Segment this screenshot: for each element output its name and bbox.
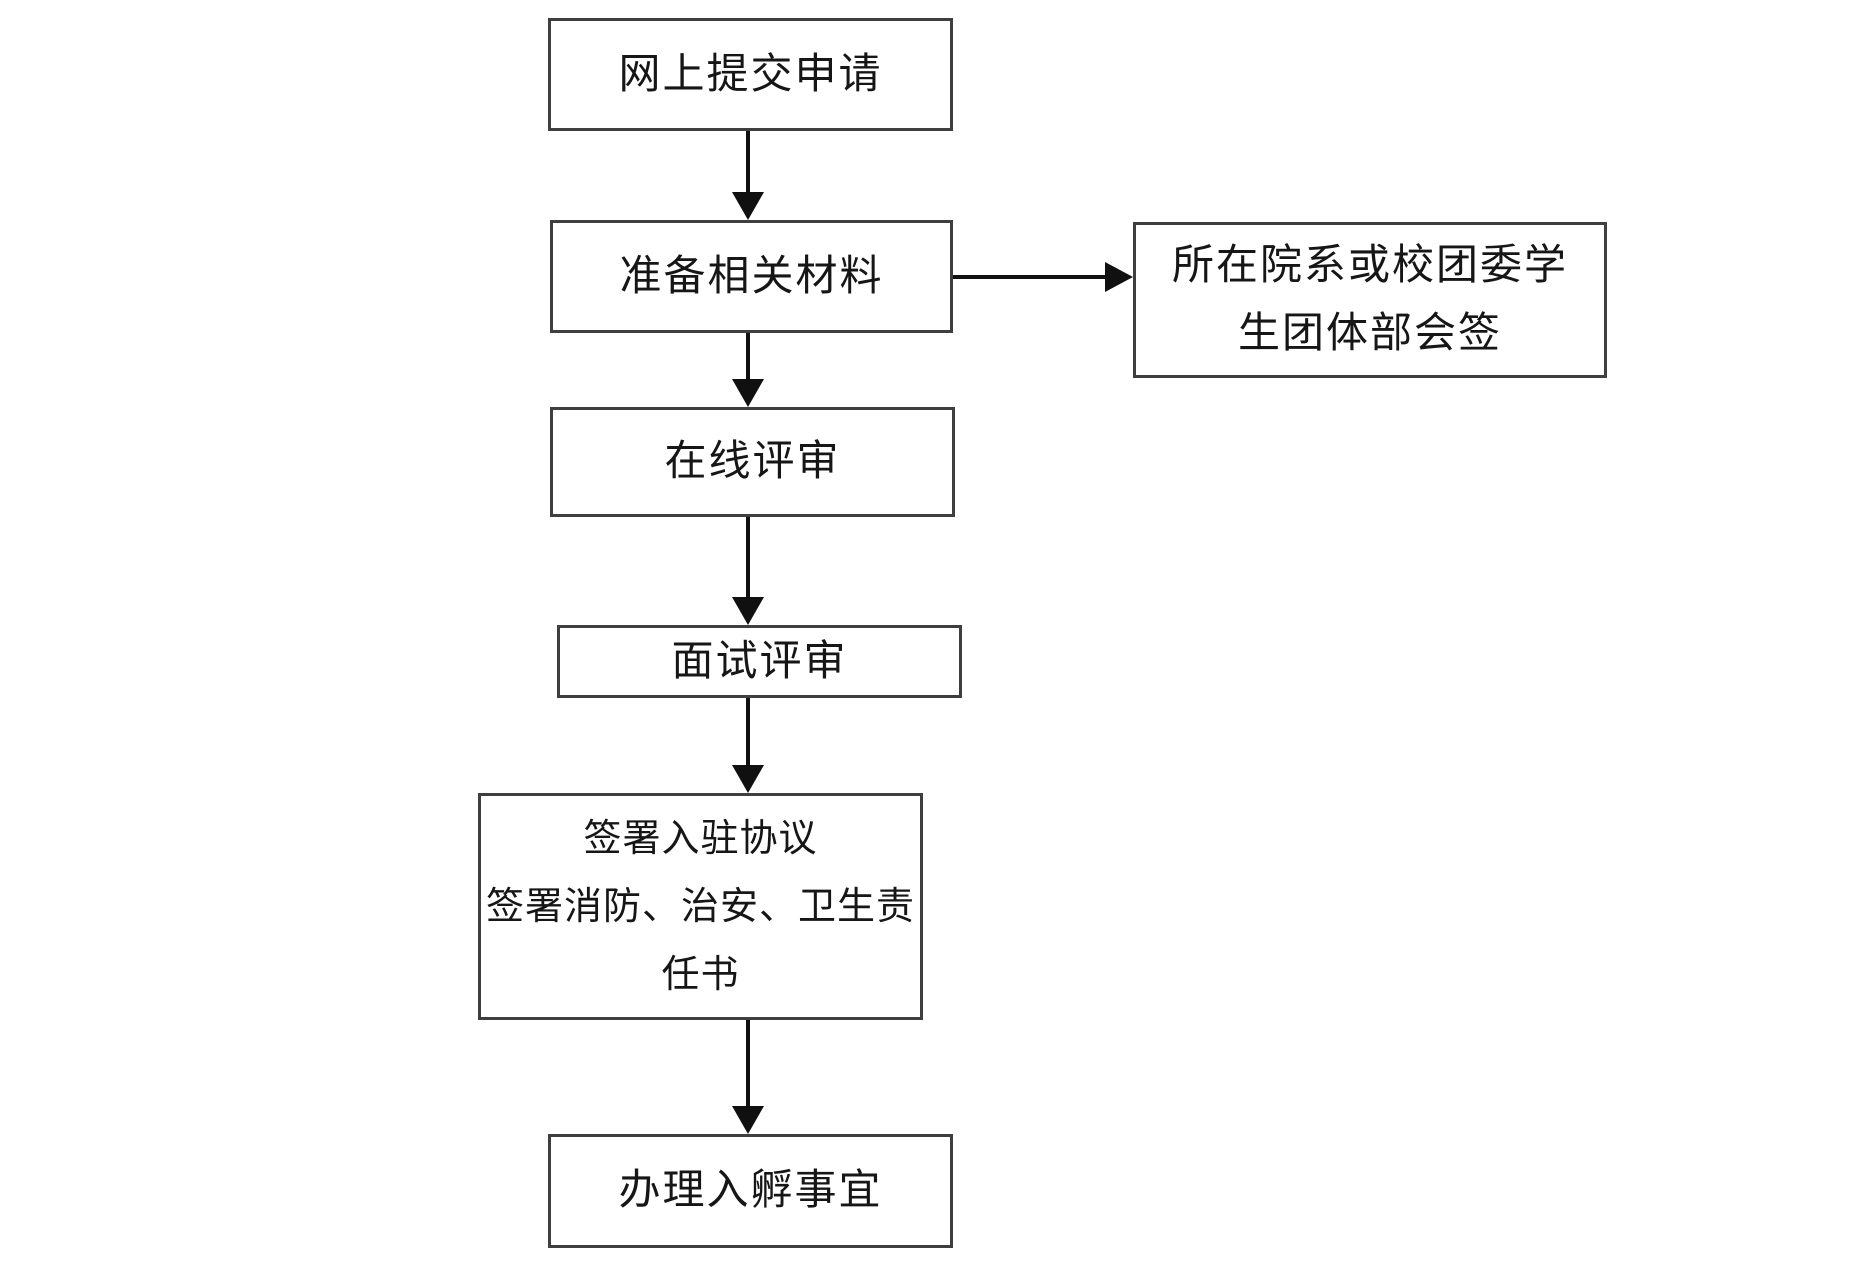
arrow-prepare-to-online-review bbox=[746, 333, 750, 381]
arrowhead-right-icon bbox=[1105, 262, 1133, 292]
arrowhead-down-icon bbox=[732, 192, 764, 220]
arrowhead-down-icon bbox=[732, 765, 764, 793]
node-sign-agreements-line-3: 任书 bbox=[661, 953, 740, 996]
node-interview-review: 面试评审 bbox=[557, 625, 962, 698]
arrowhead-down-icon bbox=[732, 1106, 764, 1134]
node-online-review-label: 在线评审 bbox=[664, 439, 841, 485]
arrow-interview-to-sign bbox=[746, 698, 750, 767]
node-sign-agreements: 签署入驻协议 签署消防、治安、卫生责 任书 bbox=[478, 793, 923, 1020]
node-prepare-materials: 准备相关材料 bbox=[550, 220, 953, 333]
arrow-online-review-to-interview bbox=[746, 517, 750, 599]
node-interview-review-label: 面试评审 bbox=[671, 638, 848, 685]
node-incubation-matters: 办理入孵事宜 bbox=[548, 1134, 953, 1248]
node-sign-agreements-line-2: 签署消防、治安、卫生责 bbox=[485, 885, 915, 928]
node-department-countersign-line-2: 生团体部会签 bbox=[1237, 311, 1502, 357]
node-incubation-matters-label: 办理入孵事宜 bbox=[618, 1168, 883, 1214]
node-department-countersign-line-1: 所在院系或校团委学 bbox=[1171, 243, 1568, 289]
node-prepare-materials-label: 准备相关材料 bbox=[619, 253, 884, 300]
arrow-sign-to-incubation bbox=[746, 1020, 750, 1108]
node-sign-agreements-line-1: 签署入驻协议 bbox=[583, 817, 818, 860]
node-submit-application: 网上提交申请 bbox=[548, 18, 953, 131]
arrowhead-down-icon bbox=[732, 597, 764, 625]
arrow-prepare-to-countersign bbox=[953, 275, 1107, 279]
node-department-countersign: 所在院系或校团委学 生团体部会签 bbox=[1133, 222, 1607, 378]
arrow-submit-to-prepare bbox=[746, 131, 750, 194]
arrowhead-down-icon bbox=[732, 379, 764, 407]
node-submit-application-label: 网上提交申请 bbox=[618, 51, 883, 98]
node-online-review: 在线评审 bbox=[550, 407, 955, 517]
